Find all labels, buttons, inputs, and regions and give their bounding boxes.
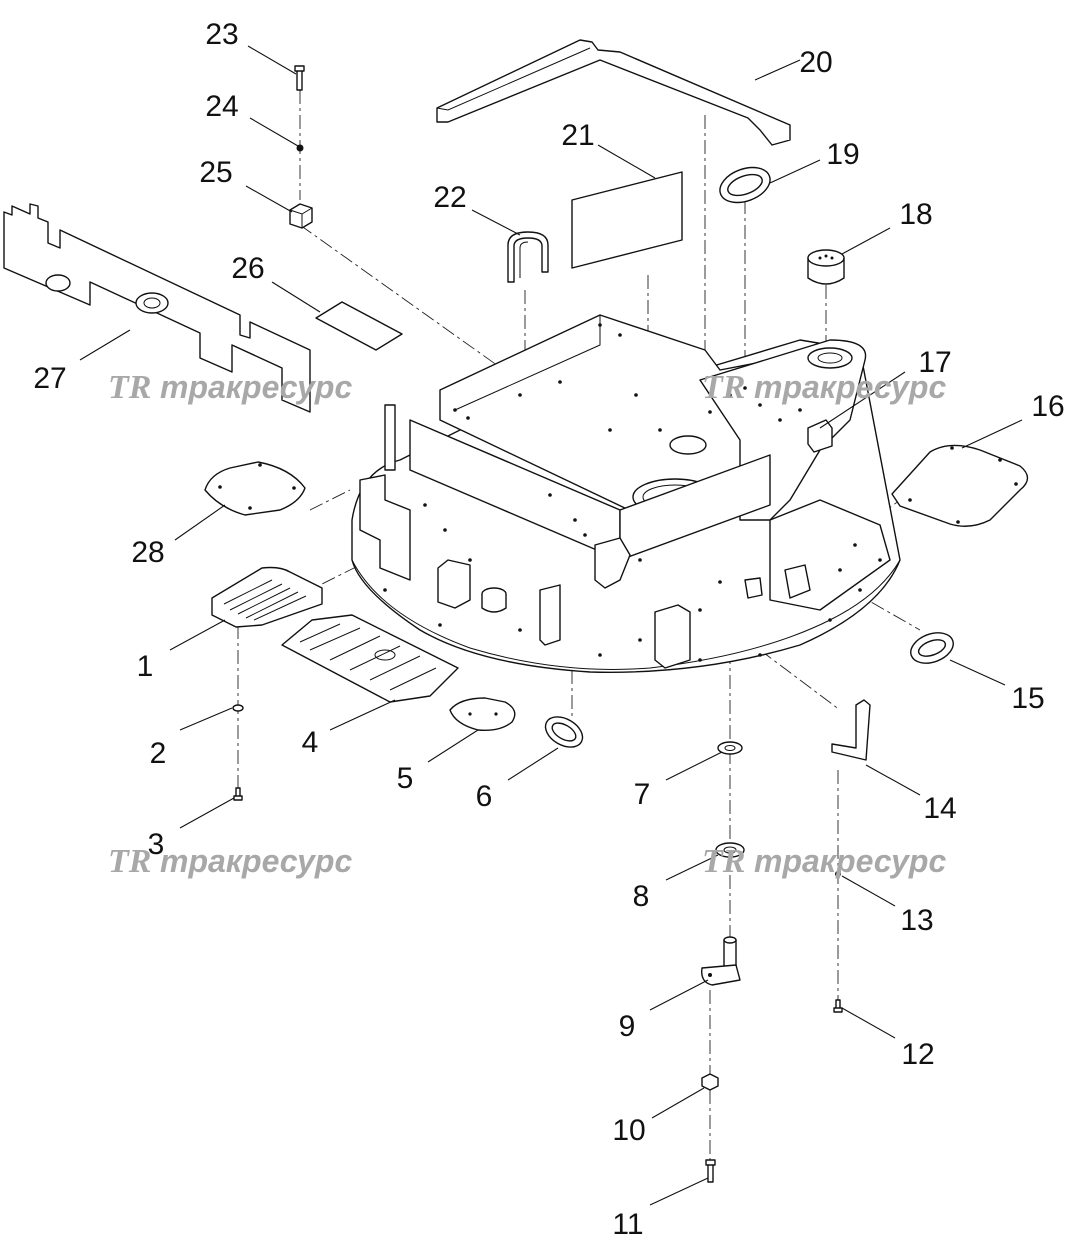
callout-21: 21 xyxy=(561,119,594,152)
part-20-top-bar xyxy=(436,39,791,146)
callout-17: 17 xyxy=(918,346,951,379)
callout-8: 8 xyxy=(633,880,650,913)
watermark-top-left: TR тракресурс xyxy=(108,369,352,406)
callout-10: 10 xyxy=(612,1114,645,1147)
part-18-bushing xyxy=(807,249,845,285)
callout-14: 14 xyxy=(923,792,956,825)
callout-3: 3 xyxy=(148,828,165,861)
part-21-plate xyxy=(571,171,683,269)
watermark-top-right: TR тракресурс xyxy=(702,369,946,406)
callout-12: 12 xyxy=(901,1038,934,1071)
part-19-grommet xyxy=(719,166,771,204)
part-14-bracket xyxy=(831,699,871,761)
callout-15: 15 xyxy=(1011,682,1044,715)
callout-13: 13 xyxy=(900,904,933,937)
watermark-text: тракресурс xyxy=(754,843,946,879)
main-revolving-frame xyxy=(351,314,901,673)
part-9-pin xyxy=(701,936,741,986)
watermark-bottom-left: TR тракресурс xyxy=(108,843,352,880)
part-12-bolt xyxy=(833,999,843,1013)
leader-lines xyxy=(79,45,1023,1206)
part-13-washer xyxy=(835,871,841,877)
callout-23: 23 xyxy=(205,18,238,51)
part-26-pad xyxy=(315,301,403,351)
part-1-grille xyxy=(211,566,323,628)
watermark-text: тракресурс xyxy=(160,369,352,405)
callout-22: 22 xyxy=(433,181,466,214)
watermark-bottom-right: TR тракресурс xyxy=(702,843,946,880)
part-15-grommet xyxy=(910,632,954,664)
part-10-nut xyxy=(701,1073,719,1091)
callout-25: 25 xyxy=(199,156,232,189)
watermark-logo: TR xyxy=(702,369,745,406)
callout-7: 7 xyxy=(634,778,651,811)
callout-1: 1 xyxy=(137,650,154,683)
part-5-cover xyxy=(449,697,516,732)
callout-27: 27 xyxy=(33,362,66,395)
callout-6: 6 xyxy=(476,780,493,813)
callout-2: 2 xyxy=(150,737,167,770)
part-2-washer xyxy=(232,704,244,712)
callout-4: 4 xyxy=(302,726,319,759)
callout-labels: 23 24 25 26 27 28 1 2 3 4 5 6 7 8 9 10 1… xyxy=(33,18,1064,1241)
part-25-nut-block xyxy=(289,203,313,229)
part-23-bolt xyxy=(294,65,305,91)
part-7-washer xyxy=(717,741,743,755)
watermark-logo: TR xyxy=(702,843,745,880)
callout-11: 11 xyxy=(612,1208,643,1241)
part-28-cover xyxy=(204,461,306,516)
callout-20: 20 xyxy=(799,46,832,79)
watermark-text: тракресурс xyxy=(160,843,352,879)
watermark-text: тракресурс xyxy=(754,369,946,405)
callout-18: 18 xyxy=(899,198,932,231)
watermark-logo: TR xyxy=(108,843,151,880)
part-3-bolt xyxy=(233,787,243,801)
callout-16: 16 xyxy=(1031,390,1064,423)
callout-5: 5 xyxy=(397,762,414,795)
part-17-bracket xyxy=(807,419,833,453)
part-11-bolt xyxy=(705,1159,716,1183)
watermark-logo: TR xyxy=(108,369,151,406)
part-8-washer xyxy=(715,842,745,858)
callout-28: 28 xyxy=(131,536,164,569)
part-24-washer xyxy=(296,144,304,152)
part-27-side-panel xyxy=(3,203,311,413)
part-16-cover xyxy=(891,444,1029,527)
callout-24: 24 xyxy=(205,90,238,123)
callout-19: 19 xyxy=(826,138,859,171)
part-6-grommet xyxy=(544,716,584,748)
callout-9: 9 xyxy=(619,1010,636,1043)
part-22-clip xyxy=(507,231,549,283)
callout-26: 26 xyxy=(231,252,264,285)
